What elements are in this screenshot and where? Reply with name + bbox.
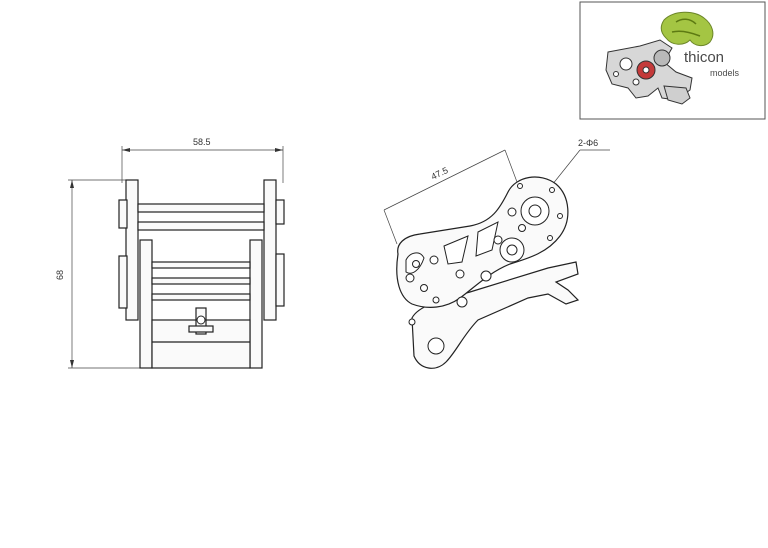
product-photo-inset: thicon models bbox=[579, 1, 766, 120]
product-photo bbox=[605, 39, 693, 105]
hole-callout: 2-Φ6 bbox=[578, 138, 598, 148]
front-view: 58.5 68 bbox=[55, 137, 285, 369]
dragon-emblem bbox=[660, 11, 714, 47]
width-dimension: 58.5 bbox=[193, 137, 211, 147]
brand-sub: models bbox=[710, 68, 740, 78]
side-view: 47.5 2-Φ6 bbox=[383, 138, 610, 369]
brand-name: thicon bbox=[684, 49, 724, 66]
height-dimension: 68 bbox=[55, 270, 65, 280]
thicon-logo: thicon models bbox=[660, 11, 740, 78]
